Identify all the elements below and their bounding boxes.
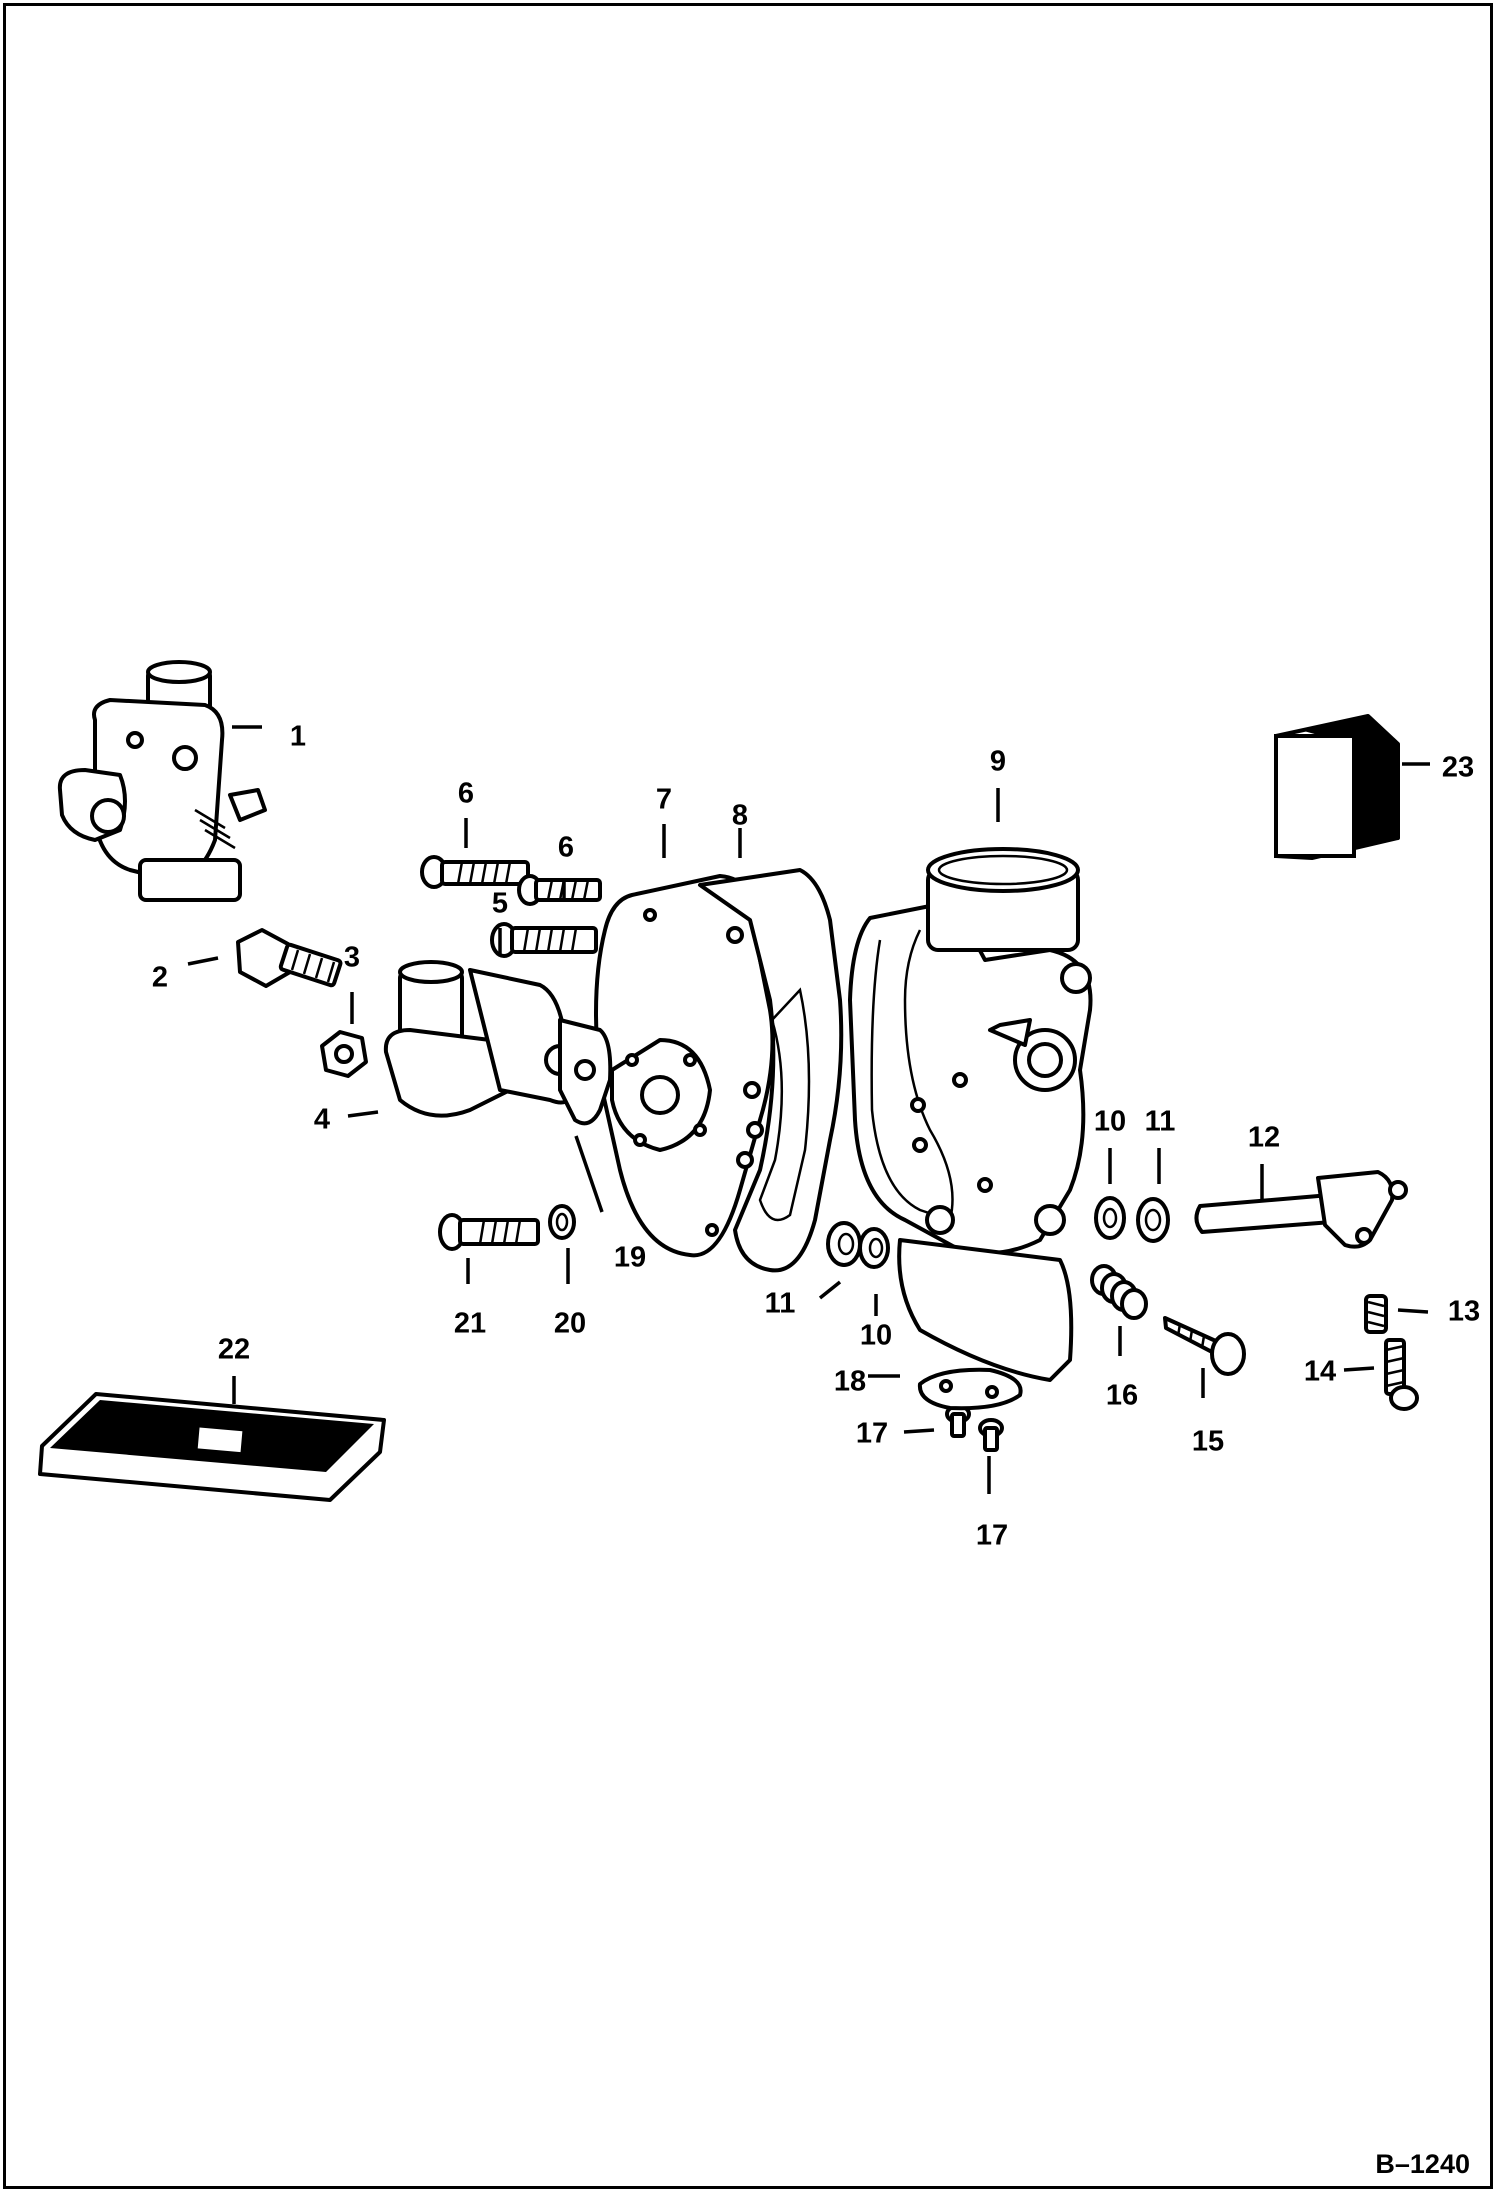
callout-5: 5: [491, 887, 509, 920]
screw-part-17-right: [978, 1418, 1004, 1452]
callout-20: 20: [553, 1307, 587, 1340]
gasket-part-19: [558, 1018, 613, 1126]
repair-kit-part-23: [1274, 714, 1400, 860]
callout-21: 21: [453, 1307, 487, 1340]
callout-15: 15: [1191, 1425, 1225, 1458]
elbow-fitting-part-4: [383, 960, 577, 1118]
callout-6-upper: 6: [457, 777, 475, 810]
washer-part-11-right: [1136, 1197, 1170, 1243]
leader-lines: [187, 725, 1430, 1494]
callout-10-left: 10: [859, 1319, 893, 1352]
callout-11-right: 11: [1144, 1105, 1176, 1138]
callout-7: 7: [655, 783, 673, 816]
throttle-shaft-part-12: [1194, 1170, 1408, 1249]
callout-16: 16: [1105, 1379, 1139, 1412]
bolt-part-2: [236, 928, 343, 988]
carburetor-assembly-part-1: [57, 660, 267, 902]
screw-part-5: [490, 922, 598, 958]
callout-14: 14: [1303, 1355, 1337, 1388]
callout-12: 12: [1247, 1121, 1281, 1154]
callout-1: 1: [289, 720, 307, 753]
carburetor-body-part-9: [848, 847, 1093, 1382]
callout-19: 19: [613, 1241, 647, 1274]
spring-part-13: [1364, 1294, 1388, 1334]
plate-part-18: [917, 1367, 1023, 1411]
diagram-frame: [3, 3, 1493, 2189]
callout-22: 22: [217, 1333, 251, 1366]
seal-part-10-right: [1094, 1196, 1126, 1240]
needle-screw-part-15: [1163, 1316, 1246, 1376]
gasket-kit-part-22: [38, 1392, 386, 1502]
callout-17-left: 17: [855, 1417, 889, 1450]
callout-11-left: 11: [764, 1287, 796, 1320]
washer-part-11-left: [826, 1221, 862, 1267]
callout-8: 8: [731, 799, 749, 832]
lock-washer-part-20: [548, 1204, 576, 1240]
callout-18: 18: [833, 1365, 867, 1398]
screw-part-6-upper: [420, 855, 530, 889]
seal-part-10-left: [858, 1227, 890, 1269]
bolt-part-21: [438, 1213, 540, 1251]
callout-10-right: 10: [1093, 1105, 1127, 1138]
screw-part-6-lower: [517, 874, 602, 906]
callout-17-bottom: 17: [975, 1519, 1009, 1552]
callout-4: 4: [313, 1103, 331, 1136]
callout-2: 2: [151, 961, 169, 994]
callout-23: 23: [1441, 751, 1475, 784]
callout-13: 13: [1447, 1295, 1481, 1328]
callout-3: 3: [343, 941, 361, 974]
figure-reference: B–1240: [1375, 2149, 1470, 2179]
screw-part-17-left: [945, 1404, 971, 1438]
callout-9: 9: [989, 745, 1007, 778]
spring-part-16: [1090, 1264, 1148, 1320]
nut-part-3: [320, 1030, 368, 1078]
idle-screw-part-14: [1384, 1338, 1419, 1411]
callout-6-lower: 6: [557, 831, 575, 864]
gasket-part-8: [698, 868, 844, 1273]
